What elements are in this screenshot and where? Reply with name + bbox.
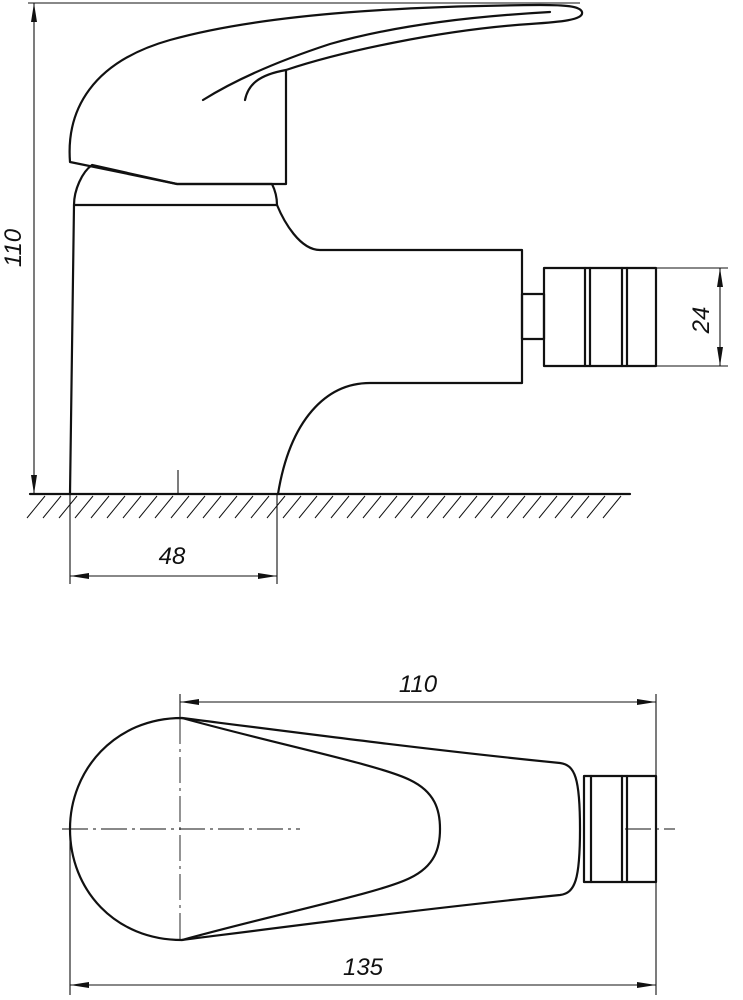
- dimension-outlet-label: 24: [688, 307, 715, 335]
- outlet-nut: [542, 266, 658, 368]
- hatch-line: [154, 495, 174, 519]
- hatch-line: [410, 495, 430, 519]
- outlet-stem: [520, 292, 546, 341]
- hatch-line: [602, 495, 622, 519]
- hatch-line: [554, 495, 574, 519]
- side-view: 110 48 24: [0, 2, 728, 584]
- hatch-line: [170, 495, 190, 519]
- hatch-line: [138, 495, 158, 519]
- dimension-height-label: 110: [0, 228, 27, 267]
- hatch-line: [42, 495, 62, 519]
- hatch-line: [570, 495, 590, 519]
- hatch-line: [362, 495, 382, 519]
- hatch-line: [458, 495, 478, 519]
- dimension-outlet: 24: [656, 267, 728, 367]
- hatch-line: [106, 495, 126, 519]
- hatch-line: [90, 495, 110, 519]
- lever-handle: [68, 3, 584, 186]
- hatch-line: [218, 495, 238, 519]
- lever-handle-groove-2: [243, 68, 288, 102]
- faucet-body: [68, 203, 524, 496]
- hatch-line: [490, 495, 510, 519]
- hatch-line: [58, 495, 78, 519]
- top-outlet-nut: [582, 774, 658, 884]
- hatch-line: [282, 495, 302, 519]
- hatch-line: [522, 495, 542, 519]
- hatch-line: [234, 495, 254, 519]
- dimension-base-width: 48: [69, 494, 278, 584]
- lever-handle-groove: [201, 10, 552, 102]
- top-lever-outline: [180, 716, 442, 942]
- top-view: 110 135: [62, 671, 675, 995]
- hatch-line: [250, 495, 270, 519]
- hatch-line: [378, 495, 398, 519]
- hatch-line: [202, 495, 222, 519]
- hatch-line: [314, 495, 334, 519]
- dimension-overall-length-label: 135: [343, 954, 384, 981]
- hatch-line: [586, 495, 606, 519]
- hatch-line: [506, 495, 526, 519]
- hatch-line: [74, 495, 94, 519]
- dimension-height: 110: [0, 2, 580, 494]
- hatch-line: [538, 495, 558, 519]
- hatch-line: [330, 495, 350, 519]
- hatch-line: [122, 495, 142, 519]
- hatch-line: [346, 495, 366, 519]
- hatch-line: [266, 495, 286, 519]
- hatch-line: [474, 495, 494, 519]
- hatch-line: [298, 495, 318, 519]
- hatch-line: [394, 495, 414, 519]
- dimension-top-length: 110: [179, 671, 657, 776]
- dimension-overall-length: 135: [69, 829, 657, 995]
- hatch-line: [442, 495, 462, 519]
- dimension-base-width-label: 48: [159, 543, 186, 570]
- hatch-line: [426, 495, 446, 519]
- hatch-line: [186, 495, 206, 519]
- ground-hatching: [26, 495, 622, 519]
- hatch-line: [26, 495, 46, 519]
- dimension-top-length-label: 110: [399, 671, 438, 698]
